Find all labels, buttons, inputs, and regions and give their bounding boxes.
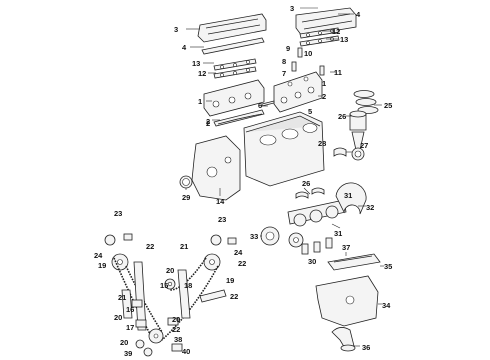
callout-3b: 3 [290, 4, 294, 13]
callout-2a: 2 [206, 117, 210, 126]
callout-33: 33 [250, 232, 258, 241]
crank-sprocket [148, 328, 164, 344]
callout-21b: 21 [118, 293, 126, 302]
piston [349, 110, 367, 131]
callout-21a: 21 [180, 242, 188, 251]
cylinder-head-right [273, 71, 323, 113]
callout-1a: 1 [198, 97, 202, 106]
piston-rings [353, 90, 379, 114]
callout-16: 16 [126, 305, 134, 314]
harmonic-balancer [260, 226, 280, 246]
callout-26a: 26 [338, 112, 346, 121]
callout-19a: 19 [98, 261, 106, 270]
crankshaft-bearings [295, 187, 325, 199]
callout-20b: 20 [114, 313, 122, 322]
callout-12b: 12 [332, 27, 340, 36]
callout-24a: 24 [94, 251, 103, 260]
crank-bearing-caps [301, 237, 333, 255]
callout-40: 40 [182, 347, 190, 356]
callout-13a: 13 [192, 59, 200, 68]
callout-24b: 24 [234, 248, 243, 257]
idler-sprocket [164, 278, 176, 290]
camshaft-right-lower [299, 35, 340, 47]
dipstick-tube [217, 113, 263, 125]
valve-small-parts [291, 47, 325, 76]
callout-26b: 26 [302, 179, 310, 188]
oil-pan [315, 275, 379, 327]
callout-18: 18 [184, 281, 192, 290]
crankshaft [287, 199, 347, 248]
callout-2b: 2 [322, 92, 326, 101]
chain-tensioners [131, 299, 183, 352]
callout-22b: 22 [238, 259, 246, 268]
callout-23a: 23 [114, 209, 122, 218]
callout-27: 27 [360, 141, 368, 150]
head-bolt [261, 100, 275, 107]
callout-29: 29 [182, 193, 190, 202]
rod-bearing [333, 147, 347, 157]
callout-19b: 19 [226, 276, 234, 285]
callout-37: 37 [342, 243, 350, 252]
cam-sprocket-left [111, 253, 129, 271]
chain-guides [121, 261, 227, 331]
oil-pan-gasket [327, 253, 381, 271]
callout-20c: 20 [172, 315, 180, 324]
callout-20a: 20 [166, 266, 174, 275]
callout-31: 31 [344, 191, 352, 200]
callout-22a: 22 [146, 242, 154, 251]
valve-cover-right [295, 7, 357, 37]
camshaft-left-lower [213, 66, 257, 79]
callout-32: 32 [366, 203, 374, 212]
callout-28: 28 [318, 139, 326, 148]
callout-14: 14 [216, 197, 225, 206]
callout-10: 10 [304, 49, 312, 58]
callout-3a: 3 [174, 25, 178, 34]
callout-6: 6 [258, 101, 262, 110]
callout-12a: 12 [198, 69, 206, 78]
callout-2c: 2 [206, 119, 210, 128]
callout-labels: 3 4 13 12 1 2 3 4 12 13 9 10 8 7 11 1 2 … [94, 4, 392, 358]
callout-13b: 13 [340, 35, 348, 44]
callout-leaders [185, 7, 384, 347]
callout-34: 34 [382, 301, 391, 310]
callout-39: 39 [124, 349, 132, 358]
cam-actuators [104, 233, 237, 246]
callout-38: 38 [174, 335, 182, 344]
callout-5: 5 [308, 107, 312, 116]
callout-23b: 23 [218, 215, 226, 224]
callout-11: 11 [334, 68, 342, 77]
callout-1b: 1 [322, 79, 326, 88]
valve-cover-gasket-left [201, 37, 265, 55]
callout-4b: 4 [356, 10, 361, 19]
callout-30: 30 [308, 257, 316, 266]
callout-25: 25 [384, 101, 392, 110]
callout-8: 8 [282, 57, 286, 66]
valve-cover-left [197, 13, 267, 43]
camshaft-left-upper [213, 58, 257, 71]
callout-4a: 4 [182, 43, 187, 52]
callout-22c: 22 [230, 292, 238, 301]
callout-36: 36 [362, 343, 370, 352]
callout-15: 15 [160, 281, 168, 290]
timing-cover [191, 135, 241, 201]
callout-35: 35 [384, 262, 392, 271]
callout-20d: 20 [120, 338, 128, 347]
callout-7: 7 [282, 69, 286, 78]
callout-22d: 22 [172, 325, 180, 334]
engine-block [243, 111, 325, 187]
connecting-rod [351, 131, 365, 161]
callout-9: 9 [286, 44, 290, 53]
front-seal [179, 175, 193, 189]
cylinder-head-left [203, 79, 265, 117]
callout-31b: 31 [334, 229, 342, 238]
oil-pickup-tube [331, 327, 356, 352]
callout-17: 17 [126, 323, 134, 332]
sprocket-washers [135, 339, 153, 357]
